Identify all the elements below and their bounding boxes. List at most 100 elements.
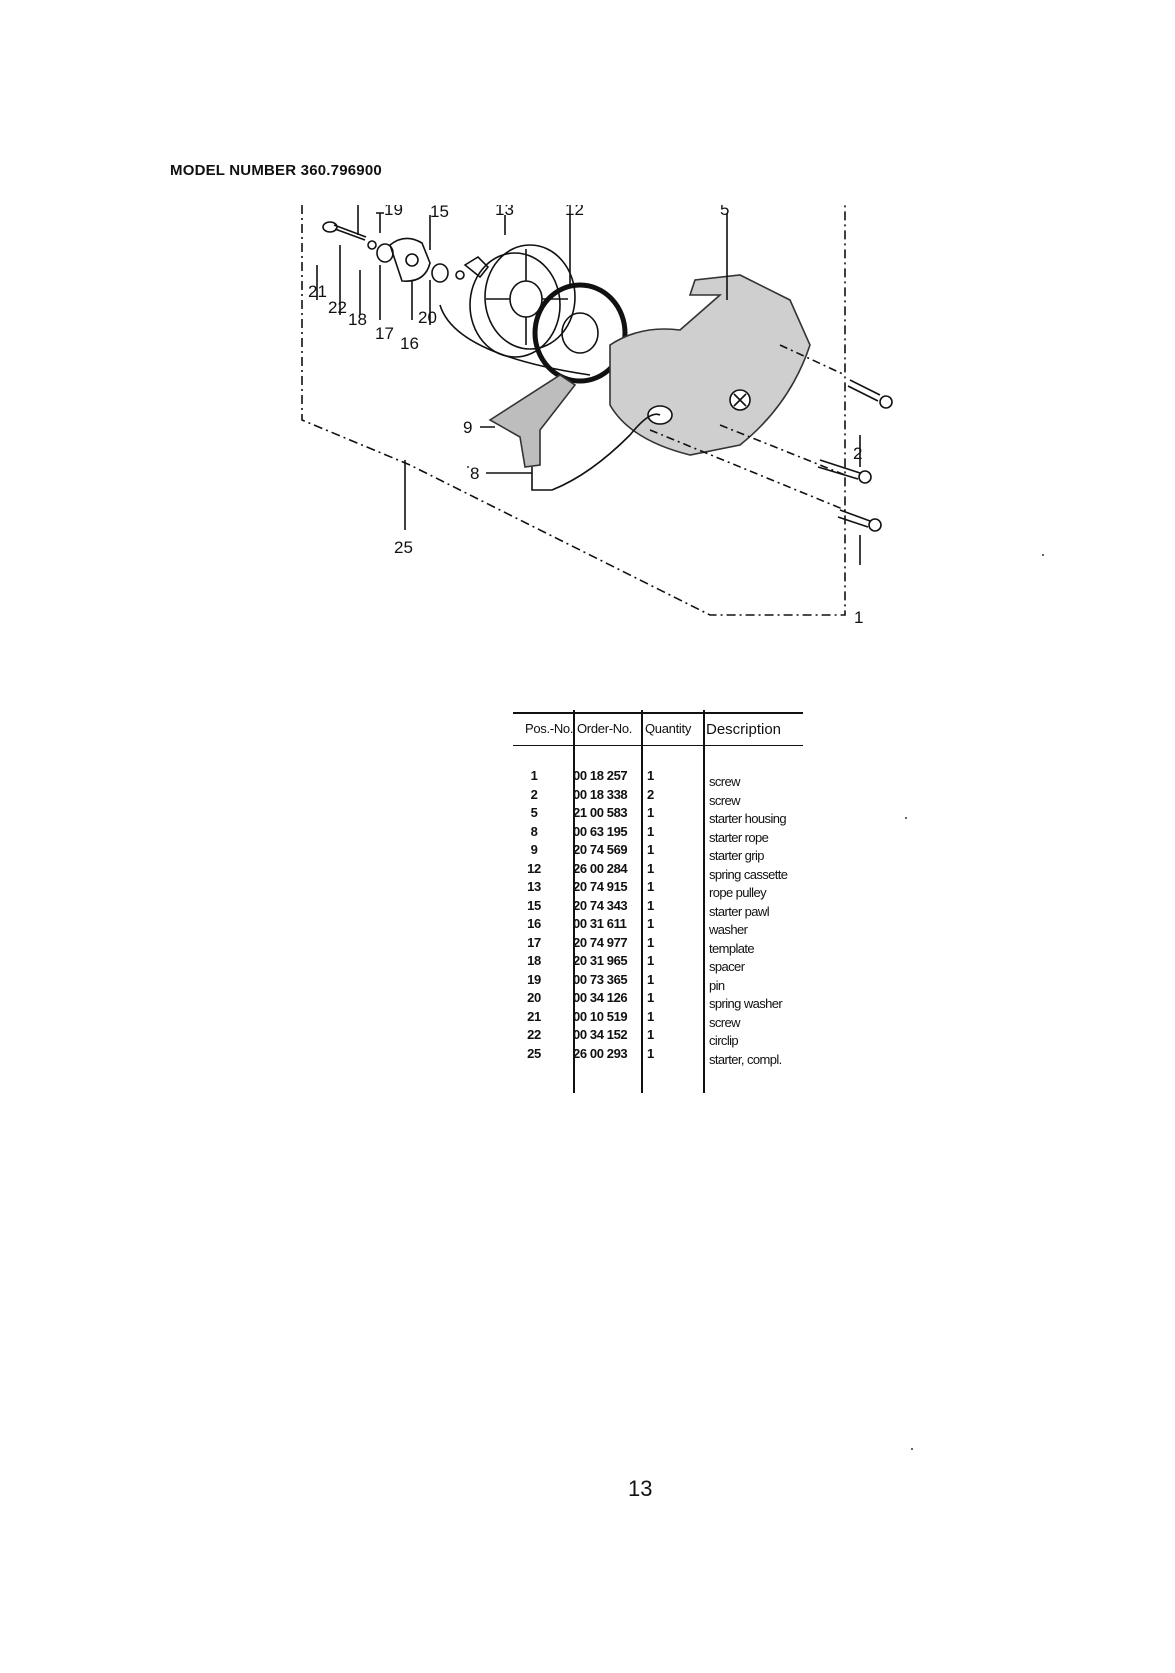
order-no-cell: 20 74 915	[573, 879, 628, 894]
description-cell: template	[709, 940, 755, 956]
template-17-shape	[389, 237, 431, 282]
order-no-cell: 00 34 152	[573, 1027, 628, 1042]
scan-speck	[911, 1448, 913, 1450]
scan-speck	[905, 817, 907, 819]
page-number: 13	[628, 1476, 653, 1501]
pos-no-cell: 15	[527, 897, 541, 913]
scan-speck	[467, 466, 469, 468]
pos-no-cell: 9	[530, 842, 538, 857]
exploded-parts-diagram: 19 15 13 12 5 21 22 18 17 16 20 9 8 25 2…	[290, 205, 960, 625]
circlip-22-shape	[367, 240, 377, 250]
quantity-cell: 1	[647, 1045, 654, 1061]
parts-table: Pos.-No. Order-No. Quantity Description …	[513, 710, 803, 1095]
assembly-boundary	[301, 205, 846, 616]
order-no-cell: 21 00 583	[573, 805, 628, 820]
callout-15: 15	[430, 205, 449, 221]
description-cell: screw	[709, 774, 741, 789]
pos-no-cell: 13	[527, 879, 541, 894]
description-cell: pin	[709, 977, 725, 993]
pos-no-cell: 21	[527, 1008, 541, 1024]
quantity-cell: 1	[647, 1027, 654, 1042]
callout-9: 9	[463, 418, 472, 437]
callout-5: 5	[720, 205, 729, 219]
description-cell: screw	[709, 792, 741, 808]
spring-washer-20-shape	[455, 270, 465, 280]
quantity-cell: 1	[647, 953, 654, 968]
description-cell: starter rope	[709, 829, 769, 845]
callout-22: 22	[328, 298, 347, 317]
pos-no-cell: 8	[530, 823, 538, 839]
order-no-cell: 20 31 965	[573, 953, 628, 968]
quantity-cell: 1	[647, 916, 654, 931]
starter-rope-8-shape	[439, 304, 661, 491]
quantity-cell: 1	[647, 897, 654, 913]
order-no-cell: 20 74 569	[573, 842, 628, 857]
quantity-cell: 1	[647, 805, 654, 820]
callout-16: 16	[400, 334, 419, 353]
model-number-heading: MODEL NUMBER 360.796900	[170, 162, 382, 179]
header-description: Description	[706, 721, 782, 738]
order-no-cell: 00 34 126	[573, 990, 628, 1005]
pos-no-cell: 5	[530, 805, 538, 820]
table-row: 9 20 74 569 1 starter grip	[513, 842, 803, 863]
quantity-cell: 1	[647, 879, 654, 894]
table-row: 12 26 00 284 1 spring cassette	[513, 860, 803, 882]
order-no-cell: 00 18 257	[573, 768, 628, 783]
table-row: 21 00 10 519 1 screw	[513, 1008, 803, 1030]
pos-no-cell: 12	[527, 860, 541, 876]
callout-21: 21	[308, 282, 327, 301]
pos-no-cell: 19	[527, 971, 541, 987]
quantity-cell: 1	[647, 971, 654, 987]
washer-16-shape	[431, 263, 449, 283]
order-no-cell: 20 74 977	[573, 934, 628, 950]
callout-12: 12	[565, 205, 584, 219]
description-cell: starter housing	[709, 811, 787, 826]
order-no-cell: 00 31 611	[573, 916, 627, 931]
description-cell: spring cassette	[709, 866, 788, 882]
order-no-cell: 26 00 284	[573, 860, 628, 876]
pin-19-shape	[376, 212, 384, 233]
screw-21-shape	[322, 221, 367, 241]
description-cell: starter, compl.	[709, 1051, 782, 1067]
order-no-cell: 00 63 195	[573, 823, 628, 839]
order-no-cell: 20 74 343	[573, 897, 628, 913]
table-row: 5 21 00 583 1 starter housing	[513, 805, 803, 826]
description-cell: starter grip	[709, 848, 765, 863]
table-row: 13 20 74 915 1 rope pulley	[513, 879, 803, 900]
table-row: 8 00 63 195 1 starter rope	[513, 823, 803, 845]
pos-no-cell: 17	[527, 934, 541, 950]
order-no-cell: 26 00 293	[573, 1045, 628, 1061]
description-cell: starter pawl	[709, 903, 770, 919]
callout-1: 1	[854, 608, 863, 625]
header-quantity: Quantity	[645, 721, 692, 736]
callout-2: 2	[853, 444, 862, 463]
quantity-cell: 1	[647, 768, 654, 783]
description-cell: rope pulley	[709, 885, 767, 900]
callout-25: 25	[394, 538, 413, 557]
order-no-cell: 00 10 519	[573, 1008, 628, 1024]
callout-19: 19	[384, 205, 403, 219]
quantity-cell: 1	[647, 842, 654, 857]
quantity-cell: 1	[647, 823, 654, 839]
pos-no-cell: 2	[530, 786, 538, 802]
table-divider	[641, 710, 643, 1093]
starter-grip-9-shape	[488, 374, 577, 468]
table-divider	[703, 710, 705, 1093]
quantity-cell: 2	[647, 786, 654, 802]
description-cell: spring washer	[709, 996, 783, 1011]
quantity-cell: 1	[647, 860, 654, 876]
quantity-cell: 1	[647, 1008, 654, 1024]
table-row: 15 20 74 343 1 starter pawl	[513, 897, 803, 919]
description-cell: screw	[709, 1014, 741, 1030]
callout-8: 8	[470, 464, 479, 483]
scan-speck	[1042, 554, 1044, 556]
starter-housing-5-shape	[609, 274, 811, 456]
pos-no-cell: 18	[527, 953, 541, 968]
